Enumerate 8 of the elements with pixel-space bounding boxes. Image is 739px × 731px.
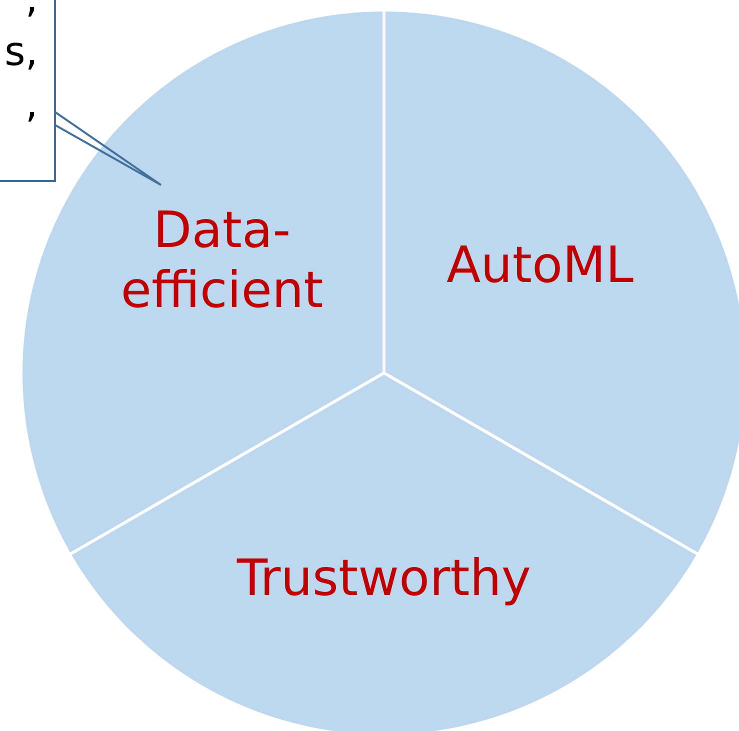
callout-box <box>0 0 56 182</box>
callout-pointer <box>54 111 162 186</box>
segment-label: Data-efficient <box>120 200 324 320</box>
segment-label: Trustworthy <box>236 548 532 608</box>
callout-text: , <box>25 80 38 128</box>
callout-text: , <box>25 0 38 23</box>
callout-text: s, <box>4 28 38 76</box>
segment-label: AutoML <box>445 235 635 295</box>
